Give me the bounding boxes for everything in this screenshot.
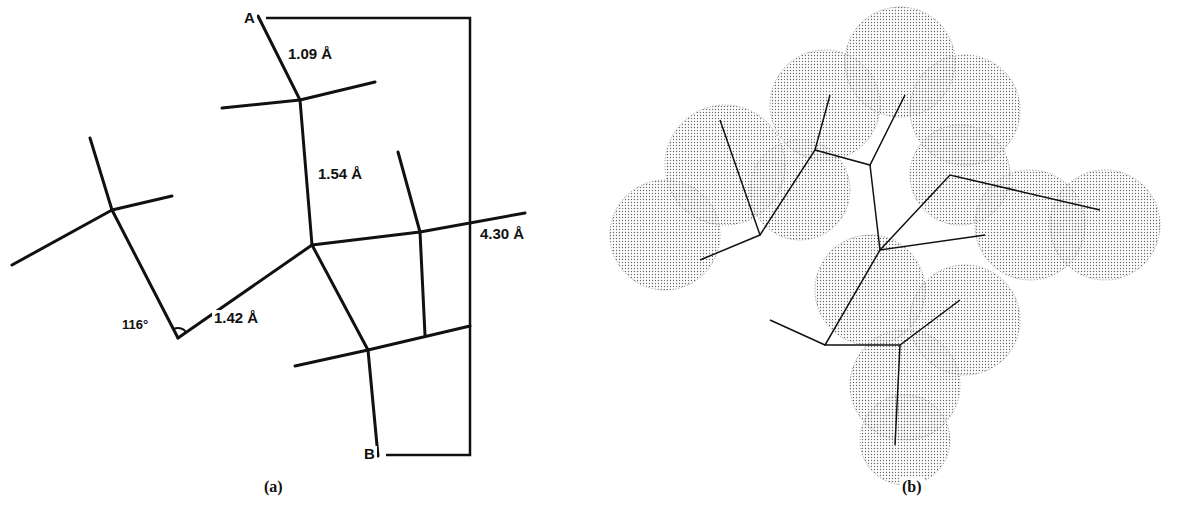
space-filling-model [610, 7, 1160, 485]
bond-skeleton [12, 16, 525, 456]
dimension-label: 4.30 Å [478, 226, 526, 243]
angle-arc [173, 328, 186, 332]
dimension-label: B [362, 446, 377, 463]
model-skeleton [700, 95, 1100, 445]
dimension-label: (b) [900, 478, 924, 496]
dimension-label: 116° [120, 318, 150, 332]
dimension-label: 1.09 Å [286, 46, 334, 63]
dimension-label: (a) [262, 478, 285, 496]
dimension-label: A [242, 10, 257, 27]
dimension-label: 1.42 Å [212, 310, 260, 327]
dimension-label: 1.54 Å [316, 166, 364, 183]
distance-bracket [266, 18, 470, 455]
